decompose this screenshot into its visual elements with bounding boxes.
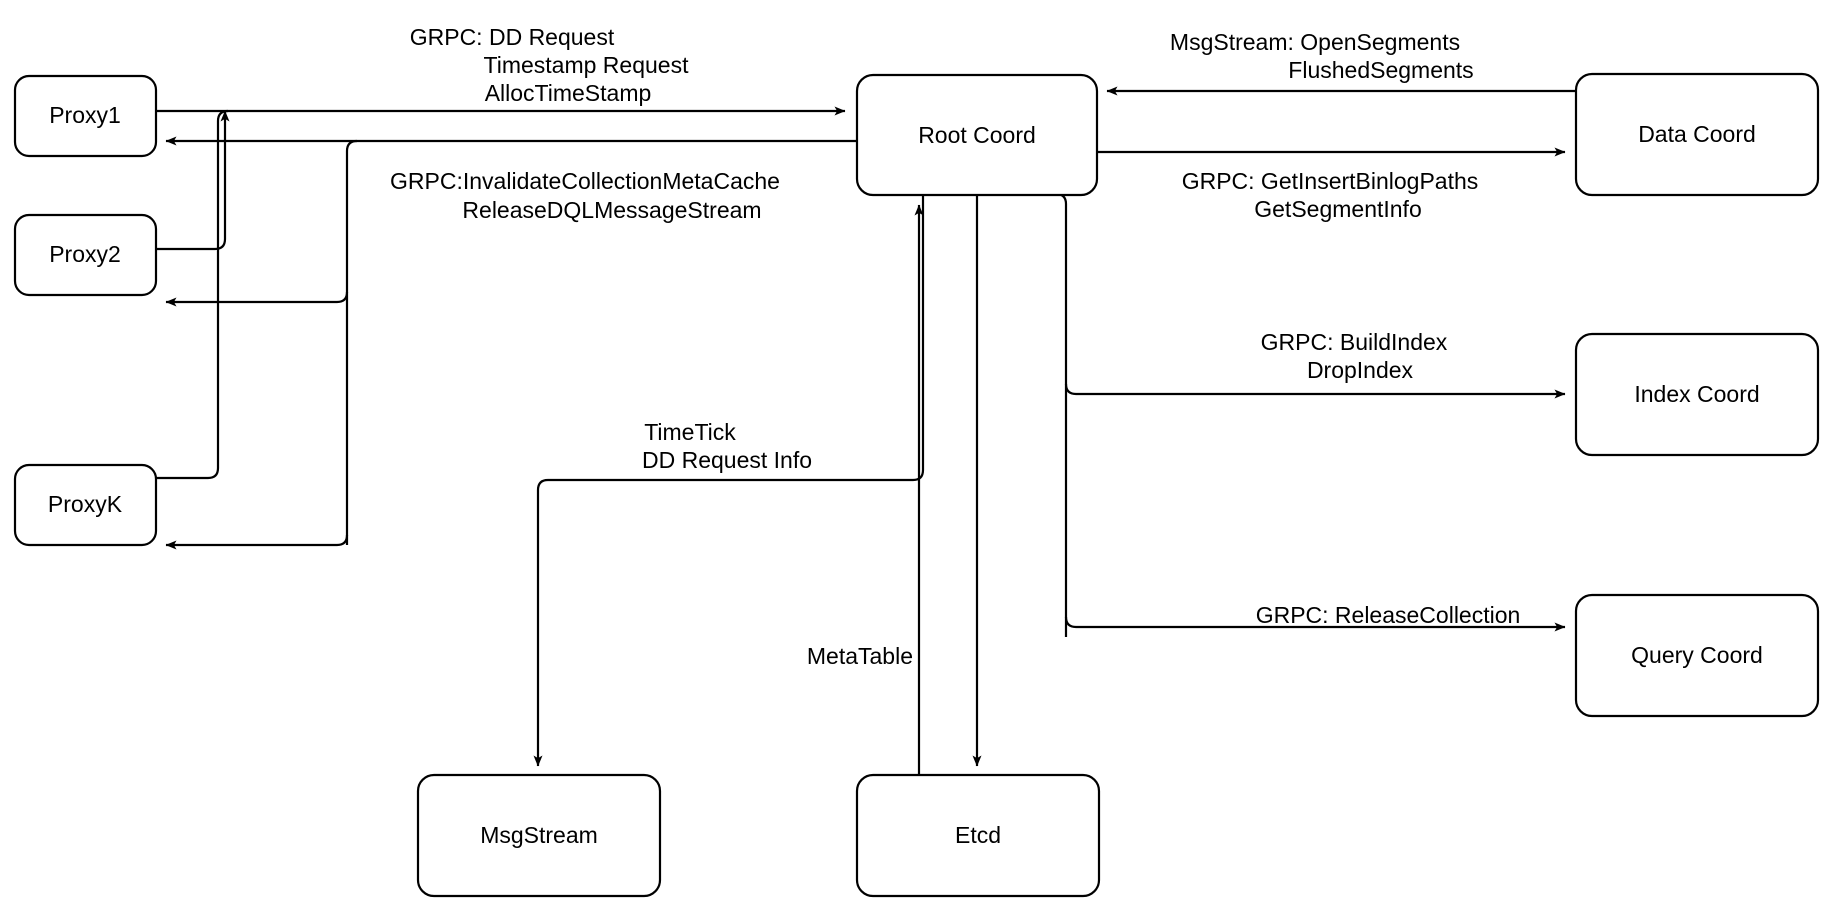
edge-label-proxy-to-root-line3: AllocTimeStamp: [485, 80, 652, 106]
node-query-coord[interactable]: Query Coord: [1574, 593, 1820, 718]
etcd-box[interactable]: [855, 773, 1101, 898]
node-msgstream[interactable]: MsgStream: [416, 773, 662, 898]
proxyk-label: ProxyK: [48, 491, 123, 517]
edge-root-to-query-branch: [1064, 616, 1566, 632]
edge-label-root-to-query-line1: GRPC: ReleaseCollection: [1256, 602, 1521, 628]
edge-label-root-to-data-line2: GetSegmentInfo: [1254, 196, 1422, 222]
edge-root-coord-proxies-bus: [345, 139, 358, 545]
edge-root-to-index-branch: [1064, 383, 1566, 399]
edge-label-proxy-to-root-line2: Timestamp Request: [484, 52, 690, 78]
msgstream-box[interactable]: [416, 773, 662, 898]
proxy2-label: Proxy2: [49, 241, 121, 267]
msgstream-label: MsgStream: [480, 822, 598, 848]
node-root-coord[interactable]: Root Coord: [855, 73, 1099, 197]
proxy1-box[interactable]: [13, 74, 158, 158]
edge-label-root-to-index-line2: DropIndex: [1307, 357, 1414, 383]
proxy2-box[interactable]: [13, 213, 158, 297]
data-coord-box[interactable]: [1574, 72, 1820, 197]
query-coord-box[interactable]: [1574, 593, 1820, 718]
edge-label-root-to-msgstream-line1: TimeTick: [644, 419, 736, 445]
root-coord-box[interactable]: [855, 73, 1099, 197]
edge-label-proxy-to-root-line1: GRPC: DD Request: [410, 24, 615, 50]
edge-label-root-to-index-line1: GRPC: BuildIndex: [1261, 329, 1448, 355]
edge-label-root-etcd-metatable: MetaTable: [807, 643, 913, 669]
query-coord-label: Query Coord: [1631, 642, 1763, 668]
index-coord-box[interactable]: [1574, 332, 1820, 457]
edge-label-root-to-msgstream-line2: DD Request Info: [642, 447, 812, 473]
edge-root-coord-proxy2-return: [165, 291, 349, 307]
edge-root-coord-right-bus: [1055, 192, 1068, 637]
root-coord-label: Root Coord: [918, 122, 1036, 148]
edge-label-root-to-proxy-line2: ReleaseDQLMessageStream: [462, 197, 761, 223]
node-etcd[interactable]: Etcd: [855, 773, 1101, 898]
proxyk-box[interactable]: [13, 463, 158, 547]
edge-label-data-to-root-line1: MsgStream: OpenSegments: [1170, 29, 1460, 55]
edge-root-coord-to-msgstream: [533, 194, 925, 767]
node-proxy2[interactable]: Proxy2: [13, 213, 158, 297]
edge-label-root-to-data-line1: GRPC: GetInsertBinlogPaths: [1182, 168, 1479, 194]
edge-proxyk-to-root-coord: [155, 109, 229, 480]
edge-label-data-to-root-line2: FlushedSegments: [1288, 57, 1473, 83]
proxy1-label: Proxy1: [49, 102, 121, 128]
node-proxyk[interactable]: ProxyK: [13, 463, 158, 547]
index-coord-label: Index Coord: [1634, 381, 1759, 407]
edge-root-coord-proxyk-return: [165, 534, 349, 550]
etcd-label: Etcd: [955, 822, 1001, 848]
node-index-coord[interactable]: Index Coord: [1574, 332, 1820, 457]
edge-proxy2-to-root-coord: [155, 110, 230, 251]
edge-label-root-to-proxy-line1: GRPC:InvalidateCollectionMetaCache: [390, 168, 780, 194]
node-proxy1[interactable]: Proxy1: [13, 74, 158, 158]
node-data-coord[interactable]: Data Coord: [1574, 72, 1820, 197]
data-coord-label: Data Coord: [1638, 121, 1756, 147]
